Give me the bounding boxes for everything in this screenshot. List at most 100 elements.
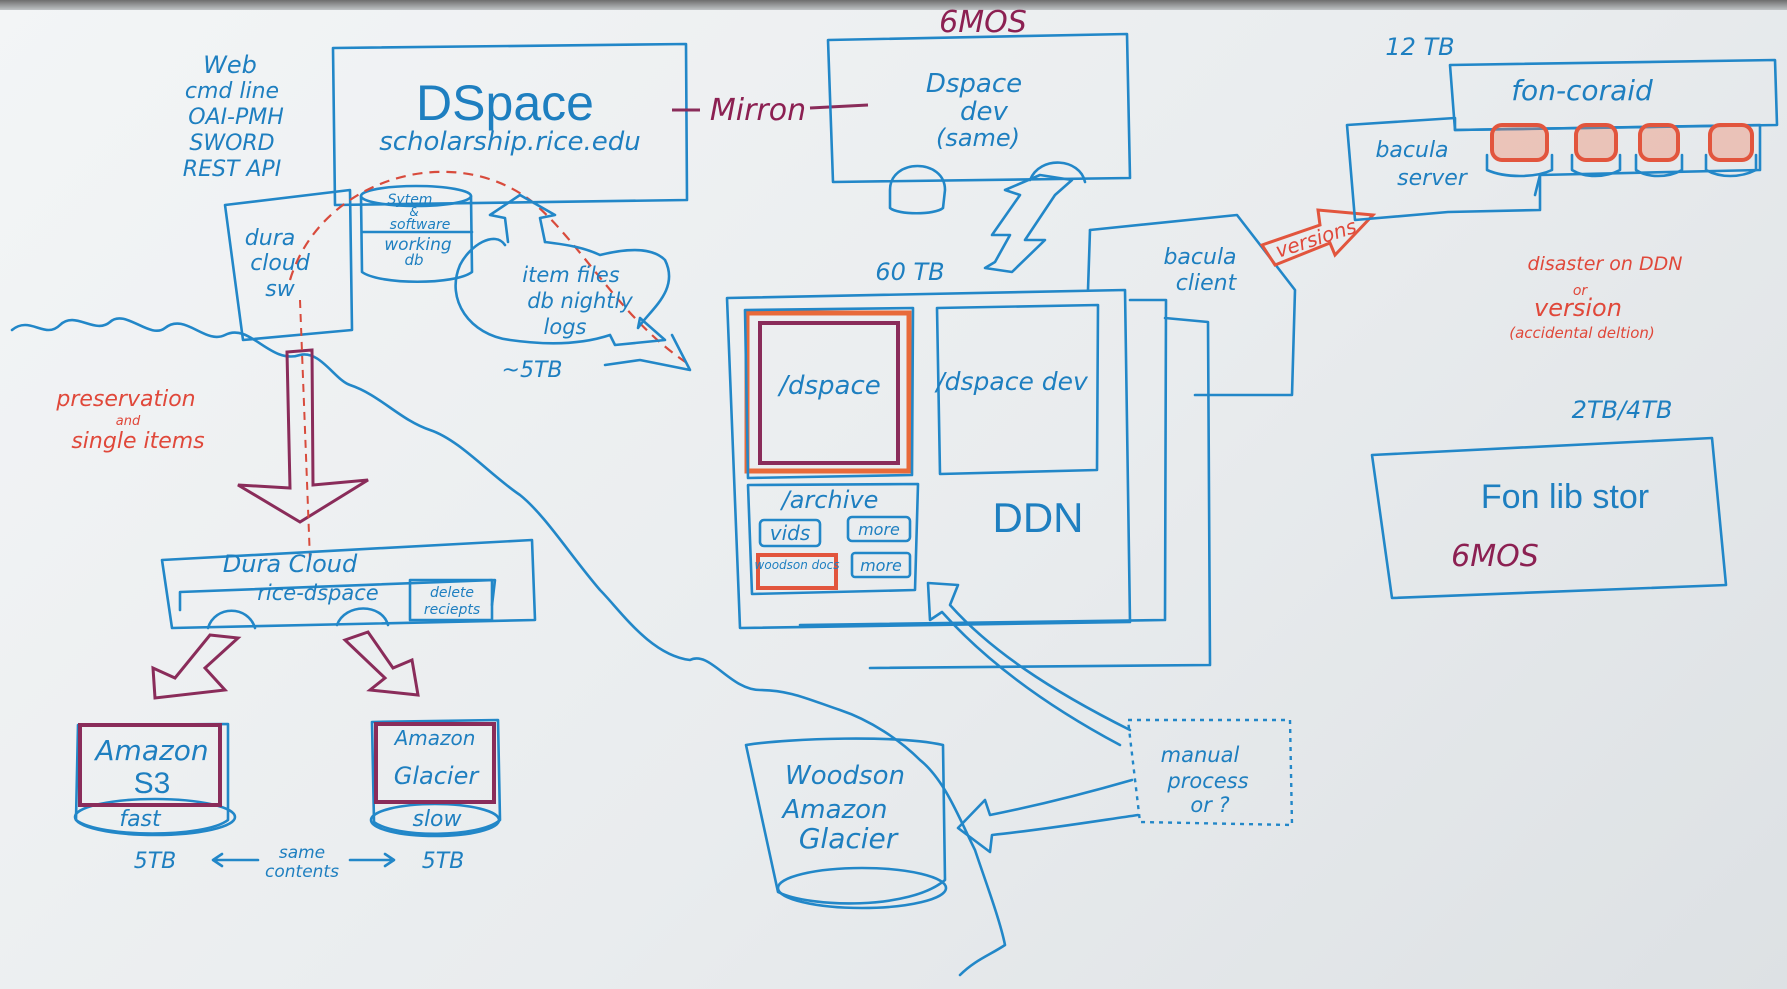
arrow-to-s3 — [151, 633, 242, 700]
whiteboard-frame — [0, 0, 1787, 10]
dspace-box: DSpace scholarship.rice.edu — [331, 42, 689, 207]
preservation-line3: single items — [71, 429, 204, 454]
bacula-server-line1: bacula — [1375, 138, 1448, 163]
woodson-line1: Woodson — [785, 761, 905, 791]
disaster-line1: disaster on DDN — [1528, 253, 1683, 275]
interface-web: Web — [203, 51, 257, 79]
bacula-client-line1: bacula — [1163, 245, 1236, 270]
preservation-note: preservation and single items — [55, 387, 204, 454]
arrow-manual-to-ddn — [926, 581, 1132, 747]
disaster-line2: or — [1573, 283, 1589, 299]
db-line1: Sytem — [388, 192, 433, 208]
interface-rest-api: REST API — [183, 157, 281, 182]
same-contents-line1: same — [279, 843, 325, 863]
disaster-line4: (accidental deltion) — [1509, 324, 1654, 342]
duracloud-title: Dura Cloud — [223, 550, 358, 578]
ddn-archive: /archive — [780, 486, 879, 514]
ddn-size: 60 TB — [875, 258, 944, 286]
amazon-glacier: Amazon Glacier slow 5TB — [369, 718, 502, 874]
same-contents-note: same contents — [211, 843, 396, 882]
dspace-dev-retention: 6MOS — [939, 5, 1027, 40]
fon-lib-stor-retention: 6MOS — [1451, 539, 1539, 574]
dev-ddn-double-arrow — [983, 173, 1074, 274]
dashed-line-down — [299, 299, 311, 561]
glacier-line2: Glacier — [394, 762, 481, 790]
dspace-dev-box: 6MOS Dspace dev (same) — [826, 5, 1132, 215]
duracloud-sw-line3: sw — [265, 277, 295, 302]
fon-lib-stor-title: Fon lib stor — [1481, 478, 1649, 516]
db-line5: db — [404, 251, 423, 269]
dspace-dev-line2: dev — [960, 97, 1009, 127]
same-contents-line2: contents — [265, 862, 339, 882]
interfaces-list: Web cmd line OAI-PMH SWORD REST API — [183, 51, 284, 182]
ddn-label: DDN — [993, 494, 1084, 541]
duracloud-sw-line2: cloud — [250, 251, 311, 276]
dspace-url: scholarship.rice.edu — [379, 127, 641, 157]
interface-oai-pmh: OAI-PMH — [188, 105, 284, 130]
disaster-line3: version — [1534, 294, 1622, 322]
interface-cmd-line: cmd line — [185, 79, 279, 104]
preservation-line1: preservation — [55, 387, 195, 412]
item-files-arrow: item files db nightly logs ~5TB — [454, 193, 692, 383]
amazon-s3: Amazon S3 fast 5TB — [73, 722, 237, 874]
manual-process: manual process or ? — [1126, 718, 1294, 827]
dspace-dashed-path — [288, 170, 691, 366]
duracloud-box: Dura Cloud rice-dspace delete reciepts — [160, 538, 537, 630]
fon-coraid: 12 TB fon-coraid bacula server — [1345, 33, 1779, 222]
s3-size: 5TB — [134, 849, 177, 874]
ddn-vids: vids — [770, 521, 811, 545]
preservation-line2: and — [116, 414, 141, 429]
ddn-dspace-dev-line: /dspace dev — [934, 367, 1089, 396]
fon-coraid-title: fon-coraid — [1511, 74, 1653, 107]
bacula-client-line2: client — [1176, 271, 1238, 296]
ddn-more-2: more — [860, 556, 902, 575]
coraid-drives — [1485, 123, 1758, 178]
bacula-server-line2: server — [1397, 166, 1469, 191]
system-db-cylinder: Sytem & software working db — [359, 184, 474, 283]
item-files-line2: db nightly — [527, 289, 633, 313]
duracloud-sw-line1: dura — [245, 226, 295, 251]
duracloud-reciepts: reciepts — [424, 602, 480, 618]
dspace-dev-line3: (same) — [936, 124, 1020, 152]
disaster-note: disaster on DDN or version (accidental d… — [1509, 253, 1682, 342]
fon-coraid-size: 12 TB — [1385, 33, 1454, 61]
bacula-client: bacula client — [1086, 213, 1297, 397]
ddn-more-1: more — [858, 520, 900, 539]
s3-line1: Amazon — [93, 734, 208, 767]
mirror-label: Mirron — [710, 93, 806, 128]
woodson-line3: Glacier — [799, 822, 899, 855]
duracloud-sw-box: dura cloud sw — [223, 188, 354, 342]
versions-label: versions — [1272, 214, 1359, 263]
s3-line2: S3 — [134, 767, 171, 800]
fon-lib-stor-size: 2TB/4TB — [1572, 396, 1673, 424]
duracloud-delete: delete — [430, 585, 474, 601]
mirror-link: Mirron — [672, 93, 869, 128]
arrow-manual-to-woodson — [956, 778, 1140, 854]
manual-line3: or ? — [1190, 793, 1229, 817]
s3-speed: fast — [119, 807, 162, 832]
arrow-to-glacier — [342, 630, 420, 697]
versions-arrow: versions — [1259, 208, 1377, 267]
item-files-size: ~5TB — [502, 358, 563, 383]
duracloud-down-arrow — [237, 348, 369, 524]
item-files-line1: item files — [522, 263, 619, 287]
woodson-glacier: Woodson Amazon Glacier — [744, 737, 948, 910]
manual-line2: process — [1166, 769, 1248, 793]
ddn-dspace: /dspace — [777, 371, 881, 401]
interface-sword: SWORD — [189, 131, 274, 156]
manual-line1: manual — [1161, 743, 1240, 767]
db-line2: & — [409, 205, 418, 219]
ddn-storage: 60 TB /dspace /dspace dev /archive vids … — [725, 258, 1212, 670]
glacier-speed: slow — [412, 807, 462, 832]
duracloud-space: rice-dspace — [257, 581, 378, 605]
cloud-outline — [10, 317, 1007, 977]
glacier-size: 5TB — [422, 849, 465, 874]
dspace-title: DSpace — [416, 75, 594, 131]
woodson-line2: Amazon — [780, 795, 887, 825]
ddn-woodson-docs: woodson docs — [755, 558, 840, 572]
db-line4: working — [384, 235, 452, 255]
fon-lib-stor: 2TB/4TB Fon lib stor 6MOS — [1370, 396, 1728, 600]
dspace-dev-line1: Dspace — [926, 69, 1022, 99]
